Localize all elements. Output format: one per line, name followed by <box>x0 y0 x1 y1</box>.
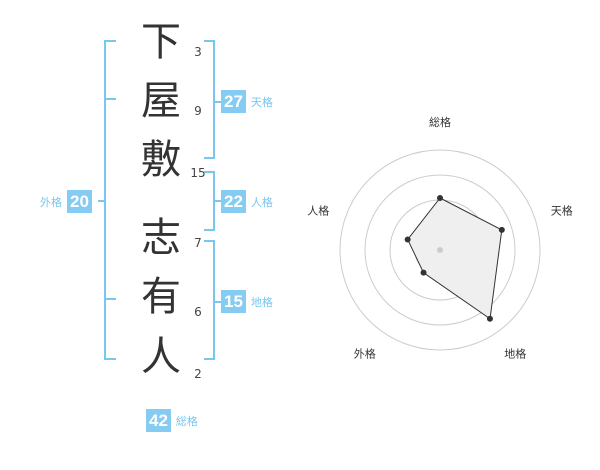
radar-point-5 <box>404 236 411 243</box>
tenkaku-label: 天格 <box>250 95 273 109</box>
stroke-count-2: 9 <box>194 104 202 118</box>
radar-area <box>407 197 503 320</box>
name-char-6: 人 <box>141 334 181 380</box>
radar-axis-label-2: 天格 <box>551 203 573 217</box>
name-char-4: 志 <box>141 215 181 261</box>
stroke-count-3: 15 <box>190 166 206 180</box>
radar-point-4 <box>420 269 427 276</box>
radar-point-3 <box>486 315 493 322</box>
chikaku-label: 地格 <box>250 295 273 309</box>
radar-point-2 <box>498 226 505 233</box>
radar-ring-2 <box>389 199 491 301</box>
tenkaku-score: 27 天格 <box>221 90 273 113</box>
name-char-1: 下 <box>141 19 181 65</box>
gaikaku-score: 外格 20 <box>40 190 92 213</box>
radar-axis-label-4: 外格 <box>354 347 376 361</box>
gaikaku-value: 20 <box>67 190 92 213</box>
stroke-count-5: 6 <box>194 305 202 319</box>
stroke-count-6: 2 <box>194 367 202 381</box>
radar-rings <box>339 149 541 351</box>
radar-ring-4 <box>339 149 541 351</box>
gaikaku-label: 外格 <box>40 195 62 209</box>
name-char-2: 屋 <box>141 78 181 124</box>
soukaku-score: 42 総格 <box>146 409 198 432</box>
soukaku-label: 総格 <box>175 414 198 428</box>
radar-axis-label-3: 地格 <box>504 347 526 361</box>
chikaku-value: 15 <box>221 290 246 313</box>
jinkaku-score: 22 人格 <box>221 190 273 213</box>
radar-axis-label-5: 人格 <box>307 203 329 217</box>
jinkaku-label: 人格 <box>250 195 273 209</box>
tenkaku-value: 27 <box>221 90 246 113</box>
radar-dots <box>404 195 505 322</box>
chikaku-score: 15 地格 <box>221 290 273 313</box>
radar-axis-label-1: 総格 <box>429 115 451 129</box>
radar-point-1 <box>437 195 443 201</box>
name-char-3: 敷 <box>141 137 181 183</box>
soukaku-value: 42 <box>146 409 171 432</box>
radar-ring-1 <box>414 224 466 276</box>
stroke-count-4: 7 <box>194 236 202 250</box>
stroke-count-1: 3 <box>194 45 202 59</box>
jinkaku-value: 22 <box>221 190 246 213</box>
name-char-5: 有 <box>141 274 181 320</box>
radar-ring-3 <box>364 174 516 326</box>
radar-center-dot <box>437 247 443 253</box>
